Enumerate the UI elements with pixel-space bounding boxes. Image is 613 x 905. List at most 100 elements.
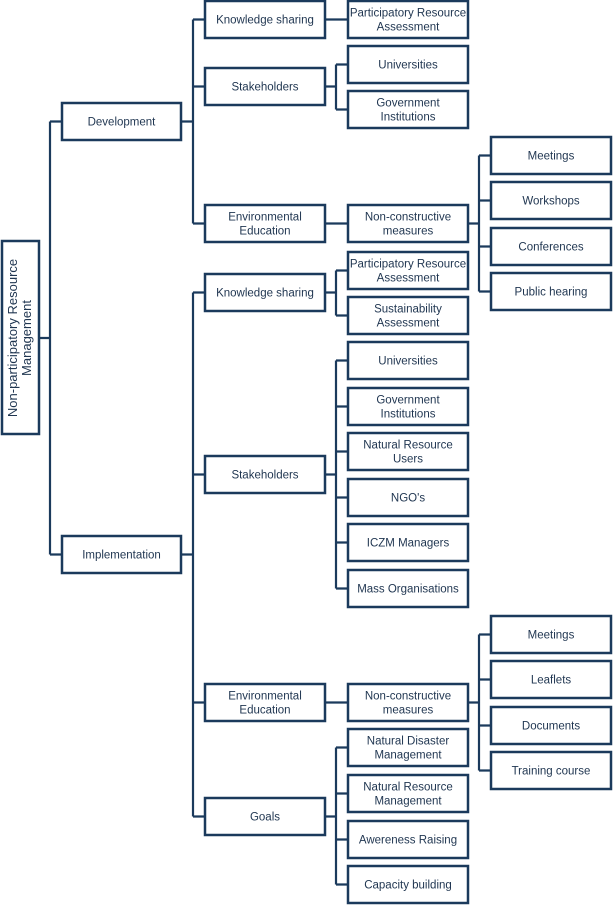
dev-government-institutions-box <box>346 89 470 130</box>
impl-training-course-box <box>489 750 613 791</box>
impl-ngos-label: NGO's <box>391 493 425 505</box>
impl-goals-label: Goals <box>250 812 280 824</box>
impl-meetings-node: Meetings <box>489 614 613 655</box>
impl-knowledge-sharing-label: Knowledge sharing <box>216 288 314 300</box>
dev-public-hearing-label: Public hearing <box>515 287 588 299</box>
dev-meetings-node: Meetings <box>489 135 613 176</box>
impl-ngos-box <box>346 477 470 518</box>
dev-meetings-box <box>489 135 613 176</box>
dev-universities-box <box>346 44 470 85</box>
impl-ngos-node: NGO's <box>346 477 470 518</box>
impl-environmental-education-box <box>203 682 327 723</box>
dev-conferences-box <box>489 226 613 267</box>
impl-non-constructive-measures-box <box>346 682 470 723</box>
development-connector <box>181 18 205 225</box>
dev-universities-node: Universities <box>346 44 470 85</box>
development-box <box>60 101 183 142</box>
impl-goals-node: Goals <box>203 796 327 837</box>
impl-awareness-raising-label: Awereness Raising <box>359 835 457 847</box>
impl-sustainability-assessment-box <box>346 295 470 336</box>
impl-universities-node: Universities <box>346 340 470 381</box>
impl-capacity-building-box <box>346 864 470 905</box>
impl-leaflets-node: Leaflets <box>489 659 613 700</box>
dev-stakeholders-node: Stakeholders <box>203 66 327 107</box>
root-box <box>0 239 41 436</box>
dev-knowledge-sharing-box <box>203 0 327 40</box>
impl-mass-organisations-node: Mass Organisations <box>346 568 470 609</box>
root-node: Non-participatory ResourceManagement <box>0 239 41 436</box>
impl-stakeholders-node: Stakeholders <box>203 454 327 495</box>
impl-universities-box <box>346 340 470 381</box>
impl-leaflets-label: Leaflets <box>531 675 572 687</box>
dev-stakeholders-connector <box>325 63 348 111</box>
root-connector <box>39 120 62 556</box>
dev-public-hearing-box <box>489 271 613 312</box>
impl-goals-box <box>203 796 327 837</box>
dev-knowledge-sharing-node: Knowledge sharing <box>203 0 327 40</box>
root-label: Non-participatory ResourceManagement <box>5 259 34 417</box>
dev-knowledge-sharing-label: Knowledge sharing <box>216 15 314 27</box>
impl-natural-disaster-management-box <box>346 727 470 768</box>
impl-documents-node: Documents <box>489 705 613 746</box>
implementation-label: Implementation <box>82 550 161 562</box>
dev-environmental-education-box <box>203 203 327 244</box>
impl-awareness-raising-node: Awereness Raising <box>346 819 470 860</box>
impl-iczm-managers-node: ICZM Managers <box>346 522 470 563</box>
impl-stakeholders-label: Stakeholders <box>231 470 298 482</box>
impl-awareness-raising-box <box>346 819 470 860</box>
implementation-node: Implementation <box>60 534 183 575</box>
impl-mass-organisations-label: Mass Organisations <box>357 584 459 596</box>
dev-stakeholders-box <box>203 66 327 107</box>
implementation-connector <box>181 291 205 818</box>
impl-capacity-building-node: Capacity building <box>346 864 470 905</box>
impl-meetings-box <box>489 614 613 655</box>
implementation-box <box>60 534 183 575</box>
impl-stakeholders-box <box>203 454 327 495</box>
impl-mass-organisations-box <box>346 568 470 609</box>
impl-documents-box <box>489 705 613 746</box>
development-node: Development <box>60 101 183 142</box>
dev-workshops-box <box>489 180 613 221</box>
impl-goals-connector <box>325 746 348 886</box>
impl-measures-connector <box>468 633 491 772</box>
dev-universities-label: Universities <box>378 60 438 72</box>
dev-meetings-label: Meetings <box>528 151 575 163</box>
impl-universities-label: Universities <box>378 356 438 368</box>
impl-natural-resource-management-box <box>346 773 470 814</box>
dev-public-hearing-node: Public hearing <box>489 271 613 312</box>
impl-natural-resource-users-box <box>346 431 470 472</box>
connectors <box>39 18 491 886</box>
impl-meetings-label: Meetings <box>528 630 575 642</box>
impl-government-institutions-box <box>346 386 470 427</box>
dev-measures-connector <box>468 154 491 293</box>
impl-iczm-managers-box <box>346 522 470 563</box>
impl-capacity-building-label: Capacity building <box>364 880 452 892</box>
dev-stakeholders-label: Stakeholders <box>231 82 298 94</box>
impl-stakeholders-connector <box>325 359 348 590</box>
development-label: Development <box>88 117 157 129</box>
